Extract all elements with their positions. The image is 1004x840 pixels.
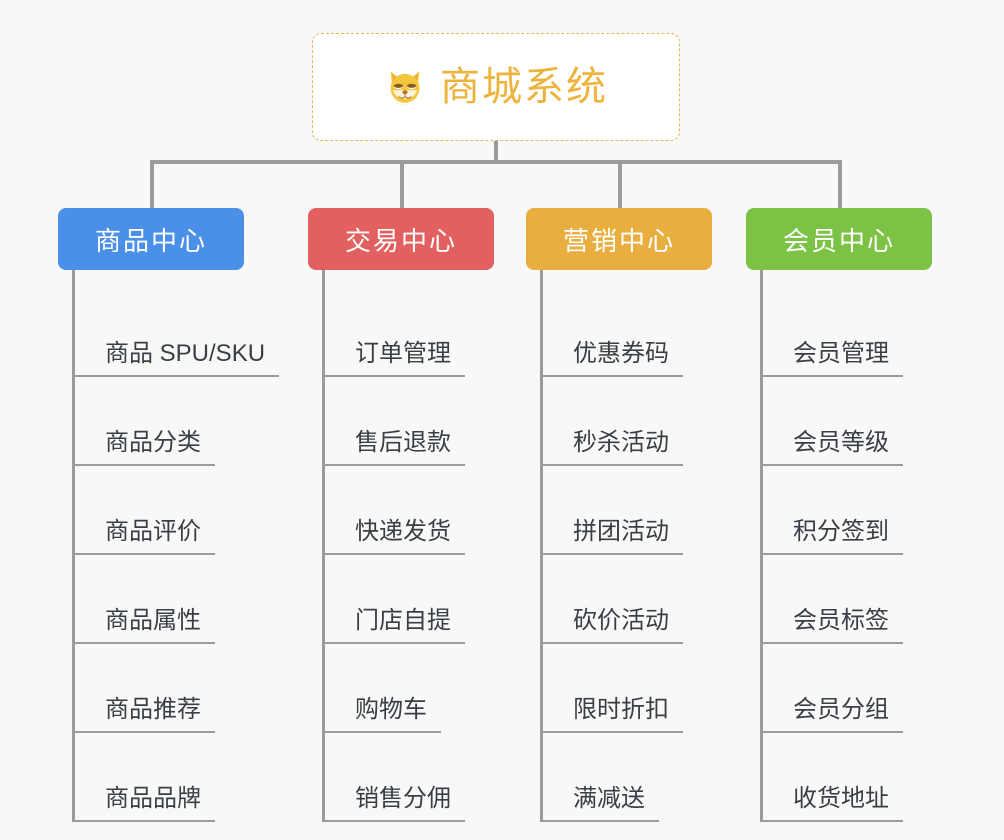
category-header-member-center[interactable]: 会员中心 xyxy=(746,208,932,270)
leaf-label: 满减送 xyxy=(540,785,659,822)
shiba-dog-face-icon xyxy=(384,66,426,108)
category-label: 营销中心 xyxy=(562,225,675,256)
leaf-label: 砍价活动 xyxy=(540,607,683,644)
branch-member-center: 会员中心 会员管理 会员等级 积分签到 会员标签 会员分组 收货地址 xyxy=(746,208,958,822)
list-item[interactable]: 商品属性 xyxy=(72,555,288,644)
leaf-label: 订单管理 xyxy=(322,340,465,377)
leaf-label: 快递发货 xyxy=(322,518,465,555)
leaf-list-trade-center: 订单管理 售后退款 快递发货 门店自提 购物车 销售分佣 xyxy=(322,270,520,822)
leaf-label: 秒杀活动 xyxy=(540,429,683,466)
leaf-label: 商品分类 xyxy=(72,429,215,466)
branch-marketing-center: 营销中心 优惠券码 秒杀活动 拼团活动 砍价活动 限时折扣 满减送 xyxy=(526,208,738,822)
list-item[interactable]: 购物车 xyxy=(322,644,520,733)
list-item[interactable]: 商品品牌 xyxy=(72,733,288,822)
list-item[interactable]: 收货地址 xyxy=(760,733,958,822)
leaf-label: 会员分组 xyxy=(760,696,903,733)
leaf-label: 限时折扣 xyxy=(540,696,683,733)
category-label: 商品中心 xyxy=(94,225,207,256)
root-node[interactable]: 商城系统 xyxy=(312,33,680,141)
category-label: 交易中心 xyxy=(344,225,457,256)
leaf-label: 售后退款 xyxy=(322,429,465,466)
list-item[interactable]: 满减送 xyxy=(540,733,738,822)
leaf-label: 积分签到 xyxy=(760,518,903,555)
connector-drop-member-center xyxy=(838,160,842,208)
leaf-label: 商品 SPU/SKU xyxy=(72,340,280,377)
list-item[interactable]: 会员标签 xyxy=(760,555,958,644)
leaf-label: 会员等级 xyxy=(760,429,903,466)
list-item[interactable]: 销售分佣 xyxy=(322,733,520,822)
leaf-list-member-center: 会员管理 会员等级 积分签到 会员标签 会员分组 收货地址 xyxy=(760,270,958,822)
list-item[interactable]: 商品评价 xyxy=(72,466,288,555)
list-item[interactable]: 积分签到 xyxy=(760,466,958,555)
connector-drop-marketing-center xyxy=(618,160,622,208)
root-title: 商城系统 xyxy=(440,65,608,109)
category-label: 会员中心 xyxy=(782,225,895,256)
list-item[interactable]: 售后退款 xyxy=(322,377,520,466)
leaf-label: 会员标签 xyxy=(760,607,903,644)
leaf-label: 商品推荐 xyxy=(72,696,215,733)
leaf-label: 销售分佣 xyxy=(322,785,465,822)
list-item[interactable]: 限时折扣 xyxy=(540,644,738,733)
leaf-list-marketing-center: 优惠券码 秒杀活动 拼团活动 砍价活动 限时折扣 满减送 xyxy=(540,270,738,822)
leaf-label: 拼团活动 xyxy=(540,518,683,555)
list-item[interactable]: 商品分类 xyxy=(72,377,288,466)
leaf-label: 商品属性 xyxy=(72,607,215,644)
leaf-list-product-center: 商品 SPU/SKU 商品分类 商品评价 商品属性 商品推荐 商品品牌 xyxy=(72,270,288,822)
list-item[interactable]: 门店自提 xyxy=(322,555,520,644)
leaf-label: 会员管理 xyxy=(760,340,903,377)
leaf-label: 门店自提 xyxy=(322,607,465,644)
leaf-label: 商品评价 xyxy=(72,518,215,555)
connector-root-stem xyxy=(494,141,498,163)
connector-drop-product-center xyxy=(150,160,154,208)
branch-product-center: 商品中心 商品 SPU/SKU 商品分类 商品评价 商品属性 商品推荐 商品品牌 xyxy=(58,208,288,822)
leaf-label: 商品品牌 xyxy=(72,785,215,822)
list-item[interactable]: 快递发货 xyxy=(322,466,520,555)
leaf-label: 收货地址 xyxy=(760,785,903,822)
list-item[interactable]: 商品推荐 xyxy=(72,644,288,733)
connector-horizontal-bus xyxy=(150,160,842,164)
list-item[interactable]: 秒杀活动 xyxy=(540,377,738,466)
list-item[interactable]: 会员分组 xyxy=(760,644,958,733)
leaf-label: 优惠券码 xyxy=(540,340,683,377)
list-item[interactable]: 商品 SPU/SKU xyxy=(72,288,288,377)
category-header-product-center[interactable]: 商品中心 xyxy=(58,208,244,270)
category-header-marketing-center[interactable]: 营销中心 xyxy=(526,208,712,270)
list-item[interactable]: 砍价活动 xyxy=(540,555,738,644)
list-item[interactable]: 会员管理 xyxy=(760,288,958,377)
list-item[interactable]: 优惠券码 xyxy=(540,288,738,377)
list-item[interactable]: 订单管理 xyxy=(322,288,520,377)
list-item[interactable]: 拼团活动 xyxy=(540,466,738,555)
category-header-trade-center[interactable]: 交易中心 xyxy=(308,208,494,270)
leaf-label: 购物车 xyxy=(322,696,441,733)
branch-trade-center: 交易中心 订单管理 售后退款 快递发货 门店自提 购物车 销售分佣 xyxy=(308,208,520,822)
connector-drop-trade-center xyxy=(400,160,404,208)
list-item[interactable]: 会员等级 xyxy=(760,377,958,466)
